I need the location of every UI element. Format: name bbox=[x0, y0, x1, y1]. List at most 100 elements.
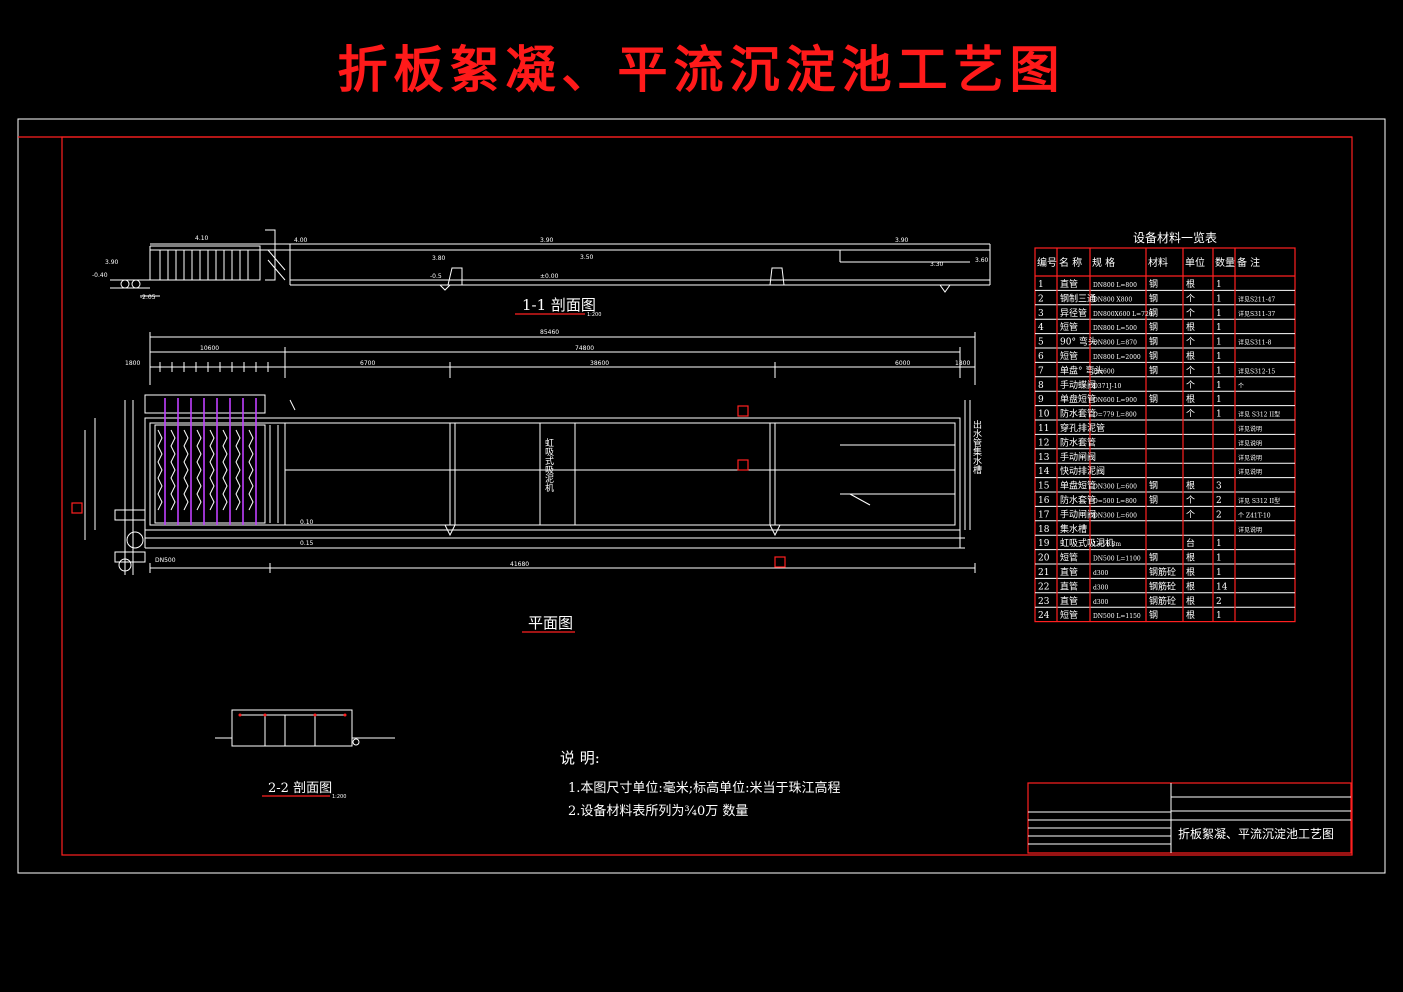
section-2-2-drawing bbox=[215, 709, 395, 747]
table-cell: 12 bbox=[1038, 438, 1049, 448]
table-cell: DN500 L=1100 bbox=[1093, 556, 1141, 563]
svg-text:0.15: 0.15 bbox=[300, 540, 314, 547]
table-cell: 2 bbox=[1038, 294, 1044, 304]
table-cell: 23 bbox=[1038, 597, 1050, 607]
table-cell: 详见S311-37 bbox=[1238, 310, 1275, 318]
table-cell: DN600 L=900 bbox=[1093, 397, 1137, 404]
table-cell: 钢 bbox=[1149, 393, 1158, 405]
table-cell: 1 bbox=[1216, 410, 1222, 420]
svg-text:3.50: 3.50 bbox=[580, 254, 594, 261]
table-cell: 钢 bbox=[1149, 350, 1158, 362]
table-cell: 个 bbox=[1186, 293, 1195, 304]
svg-text:-0.40: -0.40 bbox=[92, 272, 108, 279]
svg-text:0.10: 0.10 bbox=[300, 519, 314, 526]
svg-text:3.90: 3.90 bbox=[895, 237, 909, 244]
table-cell: 钢 bbox=[1149, 609, 1158, 621]
table-cell: d300 bbox=[1093, 599, 1108, 606]
svg-text:DN500: DN500 bbox=[155, 557, 176, 564]
table-cell: 90° 弯头 bbox=[1060, 336, 1097, 348]
dim-inner: 74800 bbox=[575, 345, 594, 352]
table-cell: 个 Z41T-10 bbox=[1238, 512, 1271, 519]
table-cell: 详见S312-15 bbox=[1238, 367, 1275, 375]
section-1-1-label: 1-1 剖面图 bbox=[522, 296, 596, 314]
table-cell: 单盘短管 bbox=[1060, 480, 1096, 492]
table-cell: 4 bbox=[1038, 323, 1044, 333]
svg-text:±0.00: ±0.00 bbox=[540, 273, 559, 280]
note-1: 1.本图尺寸单位:毫米;标高单位:米当于珠江高程 bbox=[568, 780, 841, 796]
table-cell: 单盘° 弯头 bbox=[1060, 364, 1103, 376]
svg-text:3.90: 3.90 bbox=[105, 259, 119, 266]
table-cell: 短管 bbox=[1060, 350, 1078, 362]
table-header: 编号 bbox=[1037, 256, 1057, 269]
svg-text:3.90: 3.90 bbox=[540, 237, 554, 244]
table-cell: 20 bbox=[1038, 554, 1050, 564]
svg-text:3.30: 3.30 bbox=[930, 261, 944, 268]
table-cell: 详见S211-47 bbox=[1238, 295, 1275, 303]
table-cell: 6 bbox=[1038, 352, 1044, 362]
svg-text:1:200: 1:200 bbox=[332, 794, 346, 800]
drawing-border bbox=[61, 136, 1353, 856]
table-cell: d300 bbox=[1093, 584, 1108, 591]
table-cell: 防水套管 bbox=[1060, 494, 1096, 506]
table-cell: 1 bbox=[1216, 352, 1222, 362]
table-cell: 个 bbox=[1186, 365, 1195, 376]
table-cell: 根 bbox=[1186, 566, 1195, 578]
table-cell: 11 bbox=[1038, 424, 1049, 434]
table-cell: 直管 bbox=[1060, 566, 1078, 578]
svg-text:-2.05: -2.05 bbox=[140, 294, 156, 301]
table-cell: DN500 L=1150 bbox=[1093, 613, 1141, 620]
table-cell: 详见说明 bbox=[1238, 526, 1262, 534]
drawing-main-title: 折板絮凝、平流沉淀池工艺图 bbox=[337, 40, 1066, 99]
table-cell: 钢 bbox=[1149, 480, 1158, 492]
table-cell: 13 bbox=[1038, 453, 1050, 463]
table-cell: 详见S311-8 bbox=[1238, 339, 1272, 347]
plan-view-dimensions: 85460 74800 6700 38600 6000 10600 1800 1… bbox=[125, 329, 976, 385]
table-header: 单位 bbox=[1185, 256, 1205, 269]
dim-total: 85460 bbox=[540, 329, 559, 336]
table-cell: 钢筋砼 bbox=[1149, 595, 1176, 607]
table-cell: 根 bbox=[1186, 595, 1195, 607]
table-cell: 14 bbox=[1216, 582, 1228, 592]
table-cell: 短管 bbox=[1060, 552, 1078, 564]
table-cell: 16 bbox=[1038, 496, 1050, 506]
table-cell: 2 bbox=[1216, 597, 1222, 607]
table-cell: 直管 bbox=[1060, 595, 1078, 607]
table-cell: 个 bbox=[1186, 509, 1195, 520]
table-cell: 短管 bbox=[1060, 321, 1078, 333]
table-cell: 根 bbox=[1186, 552, 1195, 564]
table-cell: 2 bbox=[1216, 510, 1222, 520]
table-cell: 1 bbox=[1216, 568, 1222, 578]
table-cell: 钢 bbox=[1149, 336, 1158, 348]
svg-text:4.10: 4.10 bbox=[195, 235, 209, 242]
table-cell: 17 bbox=[1038, 510, 1050, 520]
table-cell: 根 bbox=[1186, 321, 1195, 333]
title-block bbox=[1027, 782, 1352, 854]
folded-plate-flocculator bbox=[154, 398, 279, 525]
table-cell: 根 bbox=[1186, 609, 1195, 621]
table-cell: 3 bbox=[1038, 309, 1044, 319]
table-header: 名 称 bbox=[1059, 256, 1082, 269]
table-cell: 钢 bbox=[1149, 292, 1158, 304]
table-cell: D371J-10 bbox=[1093, 383, 1122, 390]
table-header: 备 注 bbox=[1237, 256, 1260, 269]
table-cell: 1 bbox=[1216, 381, 1222, 391]
table-cell: 虹吸式吸泥机 bbox=[1060, 537, 1114, 549]
dim-bottom: 41680 bbox=[510, 561, 529, 568]
dim-left-a: 10600 bbox=[200, 345, 219, 352]
table-cell: 根 bbox=[1186, 393, 1195, 405]
table-cell: 单盘短管 bbox=[1060, 393, 1096, 405]
table-cell: 钢筋砼 bbox=[1149, 580, 1176, 592]
table-cell: 钢制三通 bbox=[1060, 292, 1096, 304]
table-cell: D=779 L=800 bbox=[1093, 412, 1137, 419]
table-cell: 钢 bbox=[1149, 278, 1158, 290]
plan-view-drawing: 41680 0.10 0.15 DN500 虹吸式吸泥机 出水管集水槽 bbox=[71, 394, 982, 575]
dim-mid-c: 6000 bbox=[895, 360, 910, 367]
table-cell: 钢 bbox=[1149, 552, 1158, 564]
table-cell: 个 bbox=[1186, 380, 1195, 391]
table-header: 材料 bbox=[1148, 256, 1168, 269]
plan-label-siphon: 虹吸式吸泥机 bbox=[543, 438, 554, 493]
table-cell: 详见说明 bbox=[1238, 454, 1262, 462]
table-cell: 详见 S312 II型 bbox=[1238, 411, 1280, 419]
title-block-name: 折板絮凝、平流沉淀池工艺图 bbox=[1178, 826, 1334, 841]
table-cell: 1 bbox=[1216, 554, 1222, 564]
